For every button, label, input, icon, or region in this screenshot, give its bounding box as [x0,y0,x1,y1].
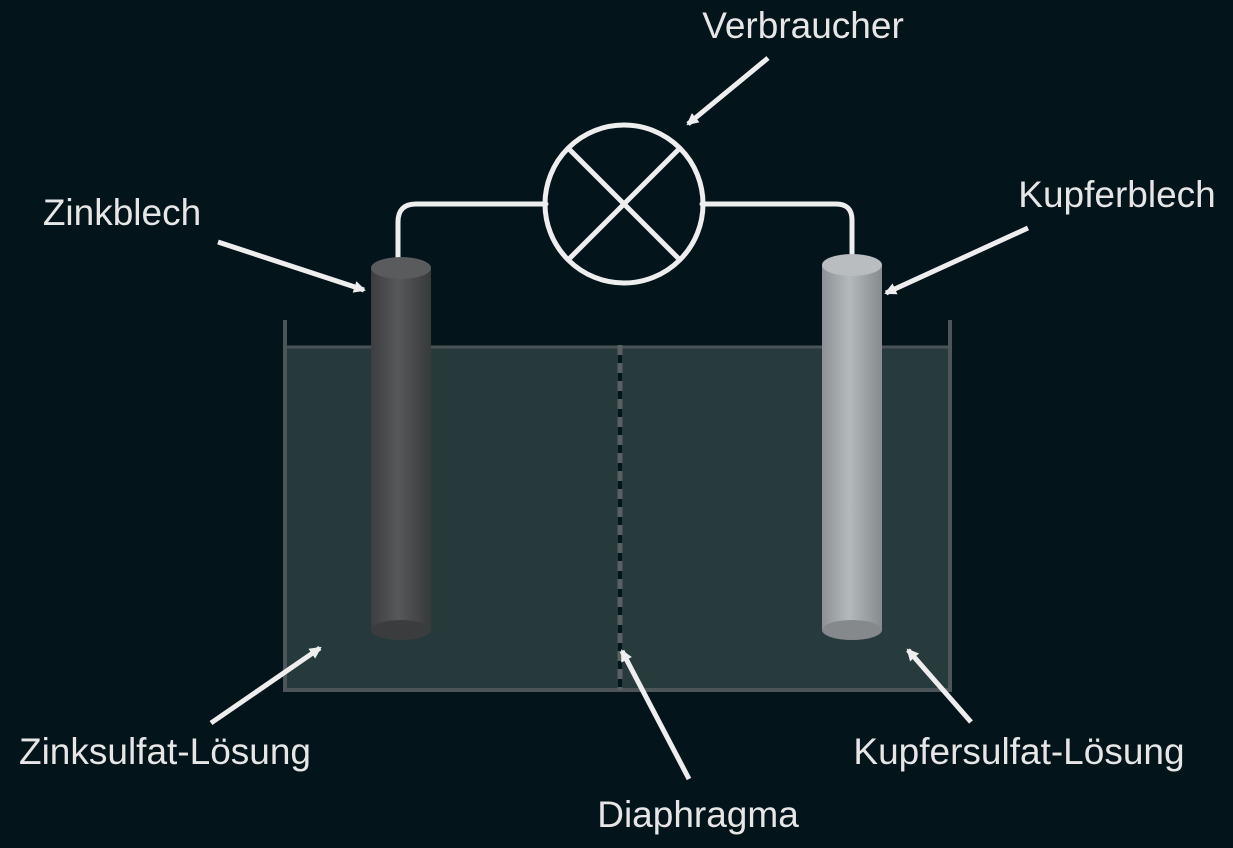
kupferblech-arrow [884,225,1030,296]
wire-right [699,201,855,265]
zinc-electrode [371,257,431,640]
diaphragma-arrow [619,649,692,781]
diaphragma-label: Diaphragma [597,794,799,835]
kupferblech-label: Kupferblech [1018,174,1215,215]
zinkblech-arrow [217,239,366,293]
copper-sulfate-solution [622,347,948,689]
wire-left [395,201,549,261]
zinksulfat-label: Zinksulfat-Lösung [19,731,311,772]
verbraucher-label: Verbraucher [702,5,904,46]
kupfersulfat-label: Kupfersulfat-Lösung [853,731,1184,772]
verbraucher-arrow [686,56,770,126]
zinkblech-label: Zinkblech [43,192,201,233]
kupfersulfat-arrow [906,648,973,724]
zinksulfat-arrow [209,645,322,726]
consumer-lamp-symbol [542,122,706,286]
copper-electrode [822,254,882,640]
zinc-sulfate-solution [287,347,618,689]
